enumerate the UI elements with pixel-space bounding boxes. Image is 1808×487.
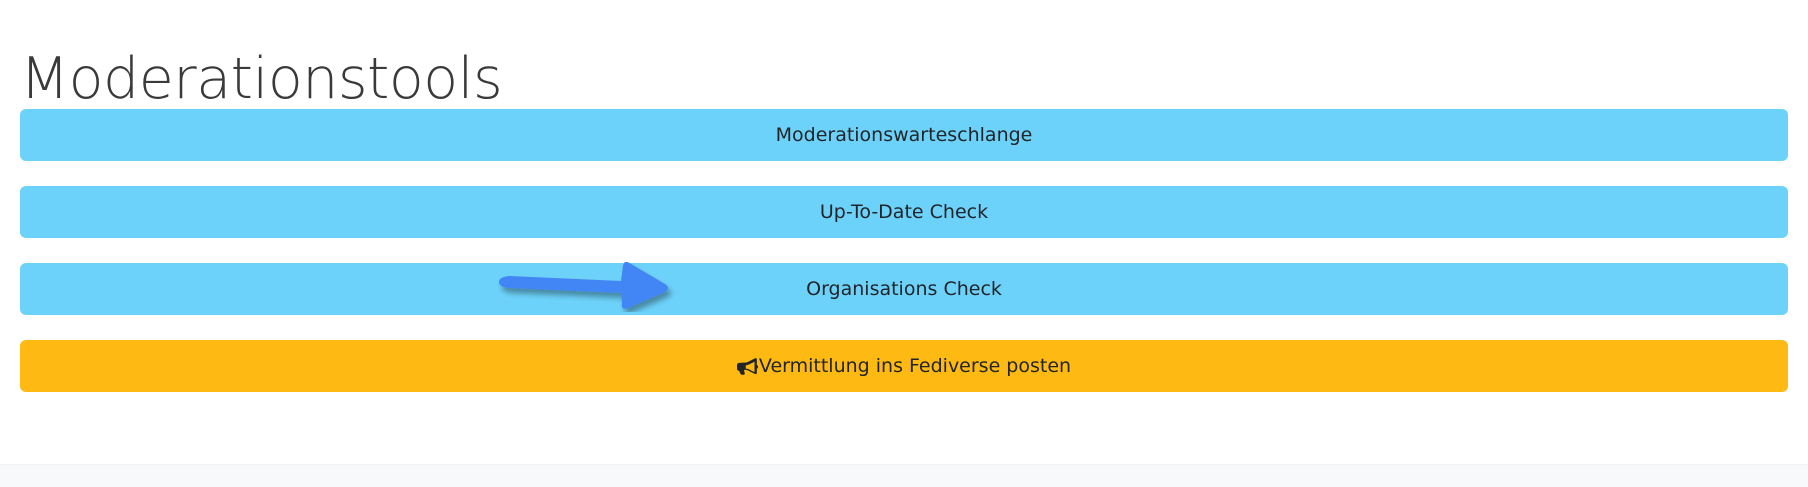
moderation-tools-button-list: Moderationswarteschlange Up-To-Date Chec… [20, 109, 1788, 392]
moderation-queue-button[interactable]: Moderationswarteschlange [20, 109, 1788, 161]
bullhorn-icon [736, 357, 758, 377]
post-to-fediverse-button-label: Vermittlung ins Fediverse posten [758, 355, 1072, 377]
organisations-check-button[interactable]: Organisations Check [20, 263, 1788, 315]
up-to-date-check-button-label: Up-To-Date Check [819, 201, 989, 223]
footer-strip [0, 464, 1808, 487]
moderation-queue-button-label: Moderationswarteschlange [775, 124, 1033, 146]
page-title: Moderationstools [20, 46, 503, 113]
post-to-fediverse-button[interactable]: Vermittlung ins Fediverse posten [20, 340, 1788, 392]
organisations-check-button-label: Organisations Check [806, 278, 1002, 300]
up-to-date-check-button[interactable]: Up-To-Date Check [20, 186, 1788, 238]
